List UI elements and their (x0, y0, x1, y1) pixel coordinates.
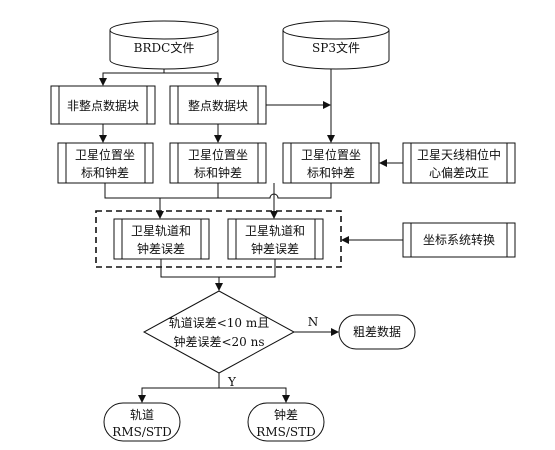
edge-sat-pos-1-to-orbit-error-1 (104, 183, 164, 219)
coord-transform-label: 坐标系统转换 (423, 232, 495, 247)
antenna-label-b: 心偏差改正 (429, 165, 489, 180)
decision-no-label: N (308, 315, 319, 329)
coord-transform-node: 坐标系统转换 (402, 222, 516, 258)
orbit-error-node-2: 卫星轨道和 钟差误差 (227, 218, 324, 260)
edge-sat-pos-2-to-orbit-error-1 (160, 183, 219, 199)
orbit-error-label-1b: 钟差误差 (137, 241, 185, 256)
orbit-result-label-a: 轨道 (130, 408, 154, 422)
edge-brdc-to-non-integer (99, 69, 165, 86)
sp3-file-node: SP3文件 (282, 20, 390, 70)
orbit-result-label-b: RMS/STD (112, 425, 171, 439)
integer-block-label: 整点数据块 (188, 98, 248, 113)
outlier-node: 粗差数据 (338, 314, 416, 350)
decision-node: 轨道误差<10 m且 钟差误差<20 ns (142, 290, 296, 374)
sat-pos-node-2: 卫星位置坐 标和钟差 (169, 142, 267, 184)
antenna-correction-node: 卫星天线相位中 心偏差改正 (402, 142, 516, 184)
sp3-file-label: SP3文件 (312, 40, 360, 55)
sat-pos-node-3: 卫星位置坐 标和钟差 (282, 142, 380, 184)
decision-label-a: 轨道误差<10 m且 (169, 316, 270, 330)
sat-pos-label-2b: 标和钟差 (194, 165, 242, 180)
non-integer-block-node: 非整点数据块 (50, 85, 156, 125)
orbit-error-label-2a: 卫星轨道和 (245, 224, 305, 238)
non-integer-block-label: 非整点数据块 (67, 98, 139, 113)
clock-result-node: 钟差 RMS/STD (247, 402, 325, 442)
orbit-error-label-1a: 卫星轨道和 (131, 224, 191, 238)
sat-pos-label-1a: 卫星位置坐 (75, 147, 135, 162)
decision-yes-label: Y (227, 375, 237, 389)
orbit-error-node-1: 卫星轨道和 钟差误差 (113, 218, 210, 260)
edge-decision-yes-to-orbit (138, 387, 219, 403)
integer-block-node: 整点数据块 (169, 85, 267, 125)
edge-brdc-to-integer (164, 72, 222, 86)
sat-pos-node-1: 卫星位置坐 标和钟差 (57, 142, 154, 184)
sat-pos-label-3b: 标和钟差 (307, 165, 355, 180)
edge-sat-pos-3-merge (218, 183, 332, 199)
sat-pos-label-2a: 卫星位置坐 (188, 147, 248, 162)
edge-orbit-error-1-to-decision (160, 259, 223, 291)
sat-pos-label-1b: 标和钟差 (81, 165, 129, 180)
clock-result-label-b: RMS/STD (256, 425, 315, 439)
edge-orbit-error-2-to-decision (219, 259, 276, 278)
orbit-result-node: 轨道 RMS/STD (103, 402, 181, 442)
clock-result-label-a: 钟差 (274, 407, 298, 422)
antenna-label-a: 卫星天线相位中 (417, 147, 501, 162)
decision-label-b: 钟差误差<20 ns (173, 334, 264, 349)
orbit-error-label-2b: 钟差误差 (251, 241, 299, 256)
edge-decision-yes-to-clock (219, 387, 290, 403)
brdc-file-label: BRDC文件 (134, 40, 195, 55)
sat-pos-label-3a: 卫星位置坐 (301, 147, 361, 162)
brdc-file-node: BRDC文件 (109, 20, 219, 70)
outlier-label: 粗差数据 (353, 324, 401, 339)
